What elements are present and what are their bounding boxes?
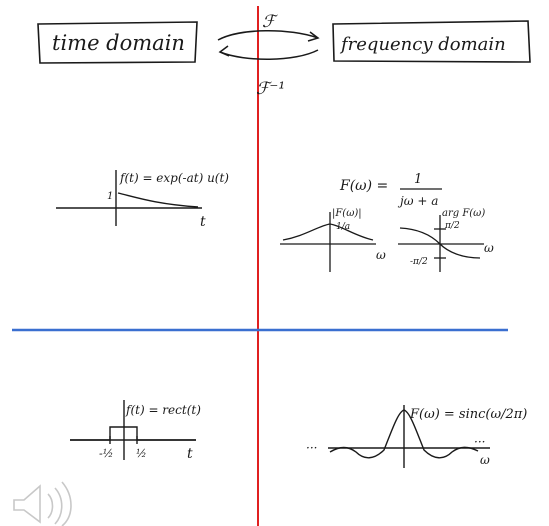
transform-arrows [217, 29, 320, 61]
time-domain-box: time domain [37, 21, 198, 64]
sinc-w-label: ω [480, 453, 490, 467]
frequency-domain-label: frequency domain [339, 34, 506, 55]
rect-pos-half: ½ [136, 447, 147, 460]
exp-label: f(t) = exp(-at) u(t) [119, 171, 229, 185]
phase-w-label: ω [484, 241, 494, 255]
rect-label: f(t) = rect(t) [125, 403, 201, 417]
sinc-dots-left: ··· [306, 441, 317, 455]
magnitude-value: 1/a [336, 222, 350, 232]
magnitude-w-label: ω [376, 248, 386, 262]
sinc-dots-right: ··· [474, 435, 485, 449]
sinc-plot [328, 405, 490, 468]
rect-plot [70, 400, 196, 460]
time-domain-label: time domain [52, 31, 185, 55]
frequency-domain-box: frequency domain [332, 20, 531, 63]
exp-plot [56, 170, 202, 226]
forward-transform-symbol: ℱ [262, 12, 279, 32]
F-exp-denominator: jω + a [397, 194, 438, 208]
speaker-icon[interactable] [13, 481, 72, 526]
phase-bottom-label: -π/2 [410, 257, 428, 267]
exp-t-label: t [200, 214, 206, 230]
rect-t-label: t [187, 446, 193, 462]
magnitude-plot [280, 212, 376, 272]
rect-neg-half: -½ [99, 447, 113, 460]
phase-plot [398, 215, 484, 272]
exp-one-label: 1 [107, 191, 113, 202]
inverse-transform-symbol: ℱ⁻¹ [256, 79, 285, 99]
phase-top-label: π/2 [444, 221, 460, 231]
F-exp-numerator: 1 [414, 172, 422, 187]
sinc-label: F(ω) = sinc(ω/2π) [409, 407, 527, 422]
phase-label: arg F(ω) [442, 208, 485, 219]
F-exp-label: F(ω) = [339, 178, 388, 194]
magnitude-label: |F(ω)| [332, 208, 362, 219]
